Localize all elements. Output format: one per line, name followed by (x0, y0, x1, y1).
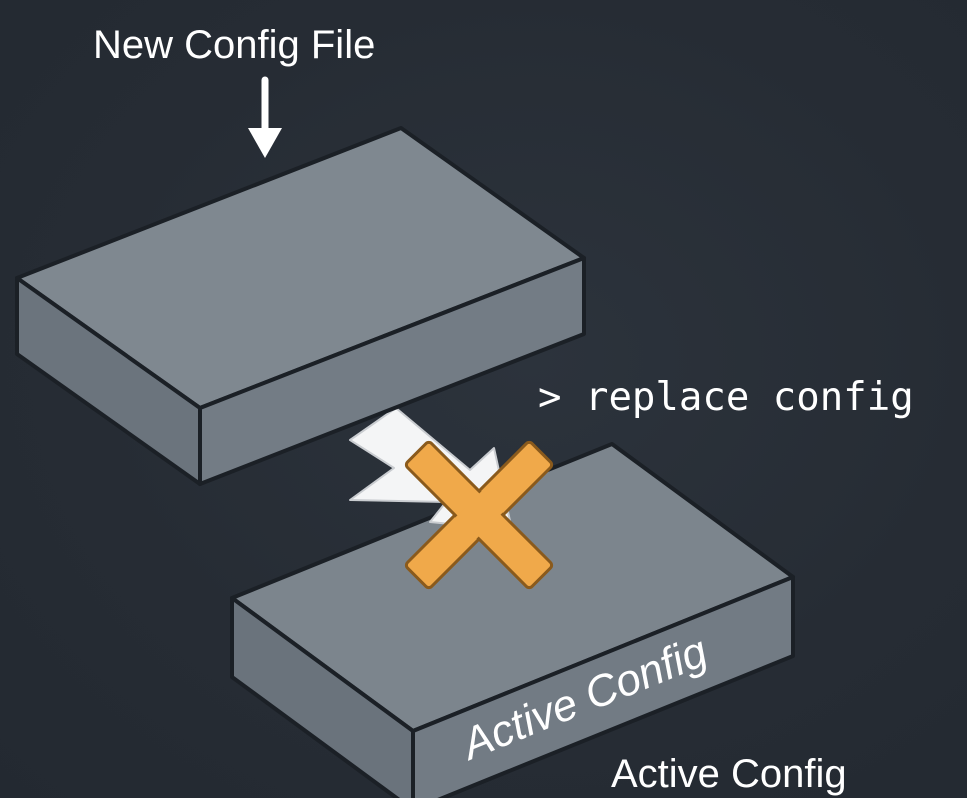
cross-icon (404, 440, 554, 590)
active-config-label: Active Config (611, 752, 847, 796)
active-config-box-side (411, 575, 795, 798)
active-config-box-front (230, 596, 415, 798)
new-config-box-side (198, 256, 586, 486)
arrow-down-icon (248, 76, 282, 158)
new-config-file-label: New Config File (93, 23, 375, 67)
new-config-box (15, 126, 586, 486)
active-config-box (230, 442, 795, 798)
replace-config-command: > replace config (538, 375, 914, 420)
